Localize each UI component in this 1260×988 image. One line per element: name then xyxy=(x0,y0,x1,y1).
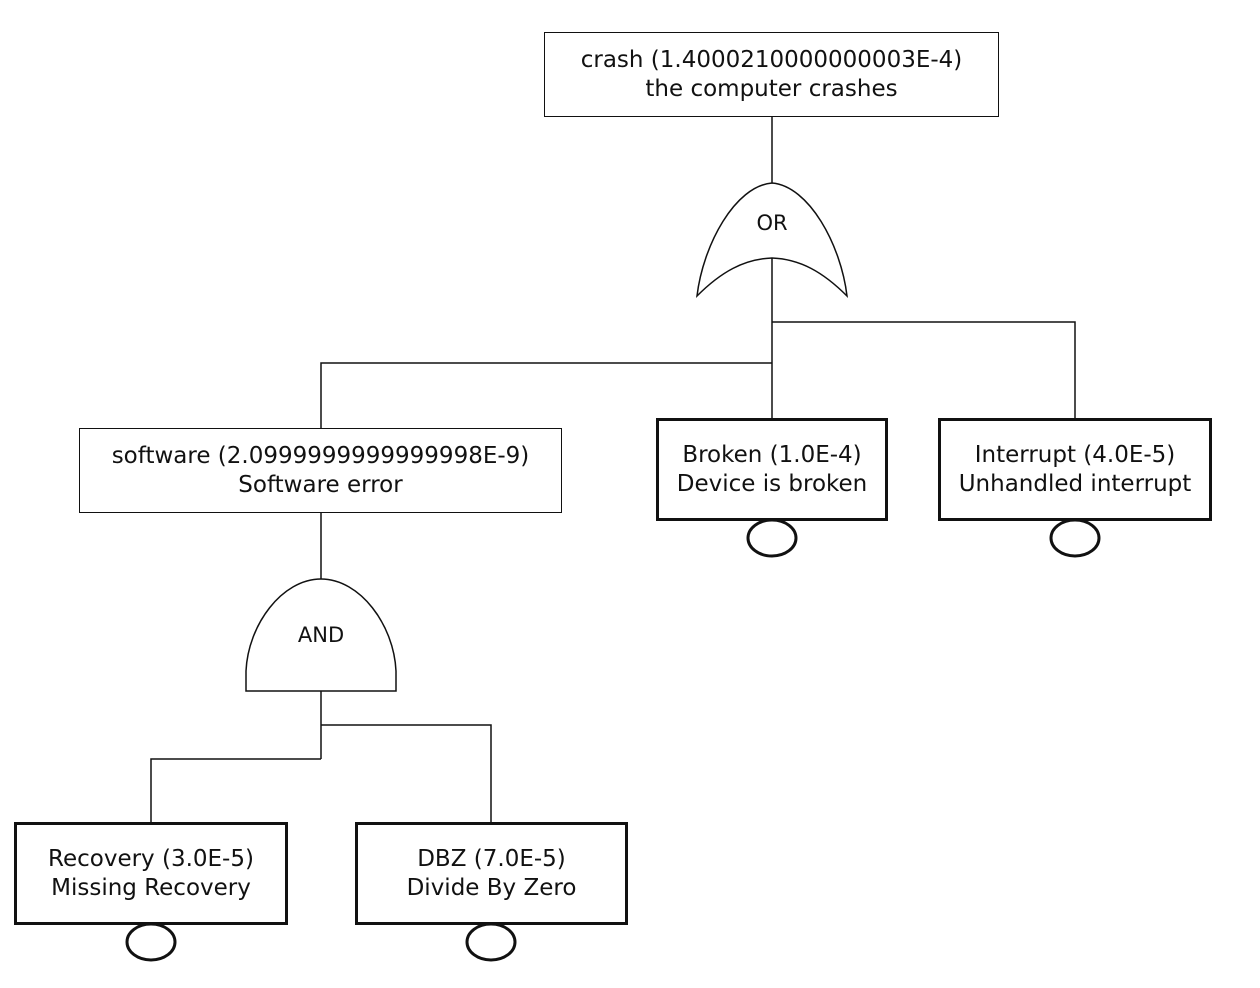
intermediate-event-software: software (2.0999999999999998E-9) Softwar… xyxy=(79,428,562,513)
connector-and-to-dbz xyxy=(321,724,492,823)
connector-and-to-recovery xyxy=(150,758,321,823)
top-event-crash: crash (1.4000210000000003E-4) the comput… xyxy=(544,32,999,117)
interrupt-event-description: Unhandled interrupt xyxy=(958,470,1192,497)
basic-event-recovery: Recovery (3.0E-5) Missing Recovery xyxy=(14,822,288,925)
basic-event-circle-broken xyxy=(746,518,798,558)
or-gate-label: OR xyxy=(756,211,788,235)
connector-or-to-interrupt xyxy=(772,321,1076,418)
basic-event-circle-interrupt xyxy=(1049,518,1101,558)
or-gate-shape xyxy=(696,182,848,299)
dbz-event-description: Divide By Zero xyxy=(406,874,577,901)
interrupt-event-id: Interrupt (4.0E-5) xyxy=(974,441,1176,468)
recovery-event-id: Recovery (3.0E-5) xyxy=(48,845,254,872)
and-gate-shape xyxy=(245,578,397,692)
software-event-id: software (2.0999999999999998E-9) xyxy=(111,442,530,469)
connector-or-to-software xyxy=(320,362,772,429)
top-event-description: the computer crashes xyxy=(645,75,898,102)
basic-event-circle-dbz xyxy=(465,922,517,962)
basic-event-circle-recovery xyxy=(125,922,177,962)
recovery-event-description: Missing Recovery xyxy=(51,874,251,901)
basic-event-interrupt: Interrupt (4.0E-5) Unhandled interrupt xyxy=(938,418,1212,521)
basic-event-broken: Broken (1.0E-4) Device is broken xyxy=(656,418,888,521)
and-gate-label: AND xyxy=(297,623,345,647)
dbz-event-id: DBZ (7.0E-5) xyxy=(417,845,566,872)
software-event-description: Software error xyxy=(238,471,403,498)
broken-event-id: Broken (1.0E-4) xyxy=(682,441,862,468)
basic-event-dbz: DBZ (7.0E-5) Divide By Zero xyxy=(355,822,628,925)
broken-event-description: Device is broken xyxy=(676,470,868,497)
top-event-id: crash (1.4000210000000003E-4) xyxy=(580,46,963,73)
